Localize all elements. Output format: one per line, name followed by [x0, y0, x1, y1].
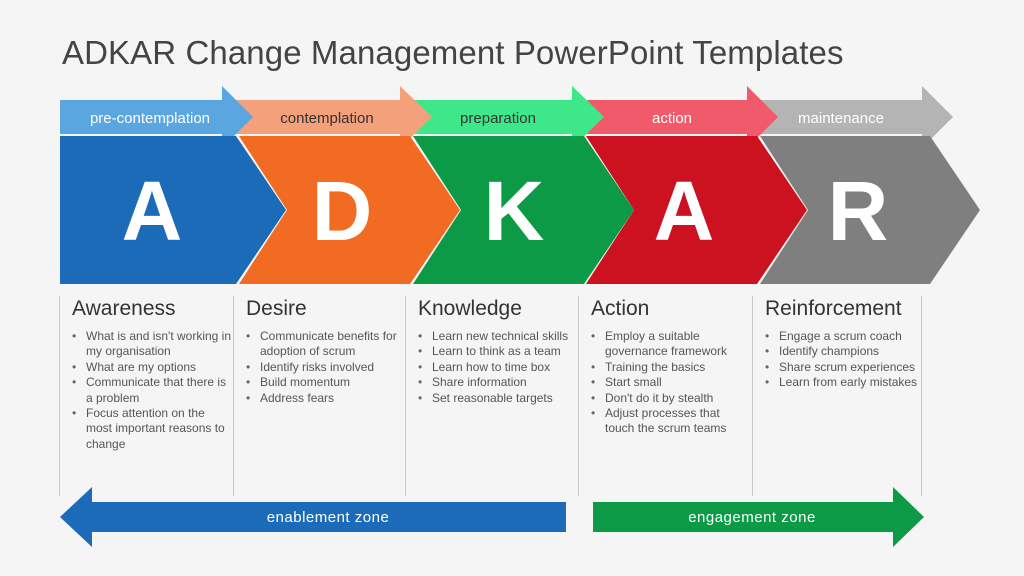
list-item: Learn from early mistakes: [765, 375, 921, 391]
list-item: Learn how to time box: [418, 360, 578, 376]
phase-label-pre-contemplation: pre-contemplation: [90, 110, 210, 127]
enablement-zone-arrow: [60, 487, 566, 547]
bullet-list: Engage a scrum coach Identify champions …: [765, 329, 921, 391]
list-item: Identify risks involved: [246, 360, 405, 376]
list-item: Start small: [591, 375, 752, 391]
phase-arrow-contemplation: [236, 86, 432, 148]
list-item: Employ a suitable governance framework: [591, 329, 752, 360]
column-heading: Awareness: [72, 297, 176, 320]
list-item: Identify champions: [765, 344, 921, 360]
enablement-zone-label: enablement zone: [267, 509, 390, 526]
list-item: Learn new technical skills: [418, 329, 578, 345]
engagement-zone-arrow: [593, 487, 924, 547]
list-item: Share information: [418, 375, 578, 391]
column-heading: Reinforcement: [765, 297, 902, 320]
column-heading: Action: [591, 297, 650, 320]
letter-r-reinforcement: R: [828, 164, 889, 258]
list-item: What are my options: [72, 360, 233, 376]
list-item: Training the basics: [591, 360, 752, 376]
bullet-list: Communicate benefits for adoption of scr…: [246, 329, 405, 406]
list-item: Build momentum: [246, 375, 405, 391]
list-item: Communicate that there is a problem: [72, 375, 233, 406]
column-knowledge: Knowledge Learn new technical skills Lea…: [405, 296, 578, 496]
list-item: Learn to think as a team: [418, 344, 578, 360]
list-item: Communicate benefits for adoption of scr…: [246, 329, 405, 360]
column-heading: Knowledge: [418, 297, 522, 320]
chevron-knowledge: [413, 136, 634, 284]
phase-arrow-maintenance: [758, 86, 953, 148]
phase-arrow-preparation: [413, 86, 604, 148]
column-divider: [921, 296, 922, 496]
letter-k-knowledge: K: [484, 164, 545, 258]
bullet-list: Employ a suitable governance framework T…: [591, 329, 752, 437]
chevron-awareness: [60, 136, 286, 284]
phase-arrows: [60, 86, 953, 148]
letter-a-awareness: A: [122, 164, 183, 258]
bullet-list: What is and isn't working in my organisa…: [72, 329, 233, 452]
phase-label-maintenance: maintenance: [798, 110, 884, 127]
phase-label-contemplation: contemplation: [280, 110, 373, 127]
letter-a-action: A: [654, 164, 715, 258]
column-desire: Desire Communicate benefits for adoption…: [233, 296, 405, 496]
phase-arrow-pre-contemplation: [60, 86, 253, 148]
phase-label-action: action: [652, 110, 692, 127]
phase-label-preparation: preparation: [460, 110, 536, 127]
list-item: Adjust processes that touch the scrum te…: [591, 406, 752, 437]
list-item: Set reasonable targets: [418, 391, 578, 407]
list-item: Engage a scrum coach: [765, 329, 921, 345]
list-item: Share scrum experiences: [765, 360, 921, 376]
list-item: Don't do it by stealth: [591, 391, 752, 407]
letter-d-desire: D: [312, 164, 373, 258]
chevron-action: [586, 136, 807, 284]
column-heading: Desire: [246, 297, 307, 320]
column-action: Action Employ a suitable governance fram…: [578, 296, 752, 496]
letter-chevrons: [60, 136, 980, 284]
chevron-reinforcement: [760, 136, 980, 284]
column-awareness: Awareness What is and isn't working in m…: [59, 296, 233, 496]
page-title: ADKAR Change Management PowerPoint Templ…: [62, 34, 844, 71]
column-reinforcement: Reinforcement Engage a scrum coach Ident…: [752, 296, 921, 496]
chevron-desire: [239, 136, 460, 284]
list-item: Focus attention on the most important re…: [72, 406, 233, 452]
list-item: What is and isn't working in my organisa…: [72, 329, 233, 360]
engagement-zone-label: engagement zone: [688, 509, 816, 526]
list-item: Address fears: [246, 391, 405, 407]
phase-arrow-action: [587, 86, 778, 148]
bullet-list: Learn new technical skills Learn to thin…: [418, 329, 578, 406]
